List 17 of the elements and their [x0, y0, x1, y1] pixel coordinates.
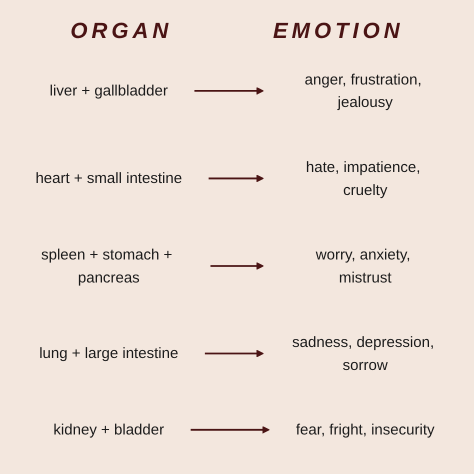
node-text: lung + large intestine: [39, 344, 178, 362]
column-heading: EMOTION: [272, 18, 404, 45]
arrow: [204, 350, 264, 358]
arrow: [190, 426, 270, 434]
arrow: [208, 174, 264, 182]
node-text: sadness, depression, sorrow: [292, 334, 434, 373]
node-text: hate, impatience, cruelty: [306, 158, 420, 198]
node-text: fear, fright, insecurity: [296, 421, 435, 438]
column-heading: ORGAN: [70, 18, 172, 45]
node-text: spleen + stomach + pancreas: [41, 246, 172, 286]
node-text: anger, frustration, jealousy: [304, 70, 422, 110]
arrow: [210, 262, 264, 270]
node-text: kidney + bladder: [53, 421, 164, 438]
node-text: heart + small intestine: [35, 170, 182, 187]
node-text: liver + gallbladder: [50, 82, 168, 100]
arrow: [194, 87, 264, 95]
node-text: worry, anxiety, mistrust: [316, 246, 410, 286]
